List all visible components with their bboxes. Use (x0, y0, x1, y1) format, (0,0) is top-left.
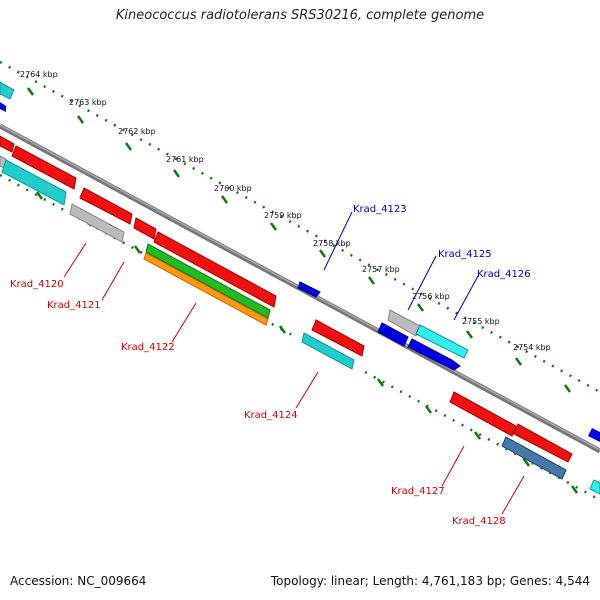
gene-krad-4120[interactable] (0, 135, 15, 153)
kbp-label: 2761 kbp (166, 155, 204, 164)
ruler-top (0, 60, 600, 394)
gene-feature[interactable] (588, 428, 600, 442)
accession-text: Accession: NC_009664 (10, 574, 147, 588)
gene-krad-4120b[interactable] (11, 145, 77, 190)
gene-feature[interactable] (589, 479, 600, 495)
gene-krad-4125[interactable] (407, 338, 461, 371)
gene-label-krad-4126: Krad_4126 (477, 269, 531, 280)
kbp-label: 2764 kbp (20, 70, 58, 79)
gene-label-krad-4125: Krad_4125 (438, 249, 492, 260)
gene-label-krad-4128: Krad_4128 (452, 516, 506, 527)
gene-krad-4123[interactable] (297, 281, 321, 298)
genes (0, 81, 600, 495)
map-title: Kineococcus radiotolerans SRS30216, comp… (115, 8, 485, 23)
kbp-label: 2760 kbp (214, 184, 252, 193)
gene-feature[interactable] (0, 102, 6, 112)
gene-feature[interactable] (133, 217, 157, 240)
gene-feature[interactable] (387, 309, 421, 337)
gene-feature[interactable] (449, 391, 517, 437)
gene-label-krad-4123: Krad_4123 (353, 204, 407, 215)
gene-label-krad-4127: Krad_4127 (391, 486, 445, 497)
gene-green[interactable] (145, 243, 271, 319)
ruler-bottom-right (364, 370, 600, 502)
kbp-label: 2757 kbp (362, 265, 400, 274)
kbp-label: 2755 kbp (462, 317, 500, 326)
gene-label-krad-4124: Krad_4124 (244, 410, 298, 421)
gene-krad-4127[interactable] (513, 423, 573, 463)
gene-krad-4124-red[interactable] (311, 319, 365, 357)
gene-label-krad-4120: Krad_4120 (10, 279, 64, 290)
kbp-label: 2754 kbp (513, 343, 551, 352)
gene-krad-4128[interactable] (501, 436, 567, 480)
gene-krad-4124[interactable] (301, 332, 355, 370)
kbp-label: 2758 kbp (313, 239, 351, 248)
gene-orange[interactable] (143, 252, 269, 326)
gene-krad-4121[interactable] (79, 187, 133, 225)
gene-krad-4122[interactable] (153, 231, 277, 308)
gene-krad-4125-a[interactable] (377, 322, 409, 347)
gene-feature[interactable] (0, 81, 15, 100)
gene-krad-4126[interactable] (415, 324, 469, 359)
gene-krad-4121-gray[interactable] (69, 203, 125, 243)
genome-summary-text: Topology: linear; Length: 4,761,183 bp; … (270, 574, 590, 588)
label-leaders (63, 211, 525, 515)
kbp-label: 2759 kbp (264, 211, 302, 220)
gene-label-krad-4121: Krad_4121 (47, 300, 101, 311)
gene-label-krad-4122: Krad_4122 (121, 342, 175, 353)
kbp-label: 2756 kbp (412, 292, 450, 301)
kbp-label: 2763 kbp (69, 98, 107, 107)
gene-feature[interactable] (1, 159, 67, 206)
kbp-label: 2762 kbp (118, 127, 156, 136)
